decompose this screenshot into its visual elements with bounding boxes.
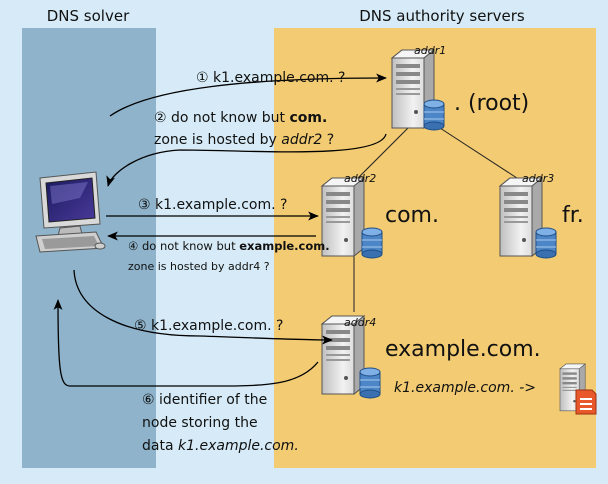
server-com-addr: addr2 xyxy=(344,172,376,185)
server-com: addr2 com. xyxy=(321,172,439,259)
server-root: addr1 . (root) xyxy=(391,44,529,131)
server-fr-zone: fr. xyxy=(562,203,584,228)
document-icon xyxy=(559,363,597,415)
server-com-zone: com. xyxy=(385,203,439,228)
link-root-fr xyxy=(439,127,521,181)
link-root-com xyxy=(357,127,409,179)
server-root-zone: . (root) xyxy=(454,91,529,116)
arrow-reply-6 xyxy=(53,299,319,387)
message-3: ③ k1.example.com. ? xyxy=(138,197,287,213)
message-6-line3: data k1.example.com. xyxy=(142,438,299,454)
server-example-addr: addr4 xyxy=(344,316,376,329)
solver-title: DNS solver xyxy=(47,7,130,25)
arrow-query-1 xyxy=(109,73,387,117)
server-example-zone: example.com. xyxy=(385,337,541,362)
message-2-line2: zone is hosted by addr2 ? xyxy=(154,132,334,148)
message-1: ① k1.example.com. ? xyxy=(196,70,345,86)
arrow-query-5 xyxy=(73,269,333,345)
arrow-reply-2 xyxy=(106,133,387,187)
server-fr-addr: addr3 xyxy=(522,172,554,185)
message-4-line2: zone is hosted by addr4 ? xyxy=(128,260,270,273)
message-6-line1: ⑥ identifier of the xyxy=(142,392,267,408)
solver-computer-icon xyxy=(35,171,106,253)
authority-title: DNS authority servers xyxy=(359,7,525,25)
server-fr: addr3 fr. xyxy=(499,172,584,259)
server-root-addr: addr1 xyxy=(414,44,446,57)
message-6-line2: node storing the xyxy=(142,415,258,431)
message-4-line1: ④ do not know but example.com. xyxy=(128,239,330,253)
message-5: ⑤ k1.example.com. ? xyxy=(134,318,283,334)
message-2-line1: ② do not know but com. xyxy=(154,110,327,126)
record-text: k1.example.com. -> xyxy=(394,380,536,396)
server-example: addr4 example.com. xyxy=(321,315,541,399)
